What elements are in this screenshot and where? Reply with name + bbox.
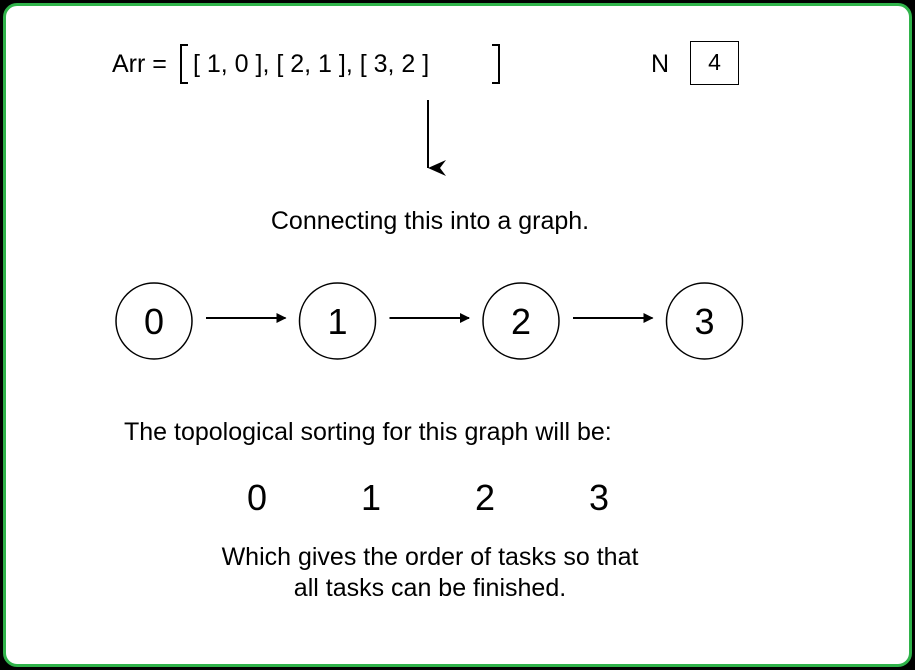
n-value-box: 4 — [690, 41, 739, 85]
graph-node-circle — [115, 282, 193, 360]
arr-label: Arr = — [112, 50, 167, 78]
step-caption: Connecting this into a graph. — [270, 207, 590, 235]
arr-close-bracket — [492, 44, 500, 84]
graph-node: 0 — [115, 282, 193, 360]
graph-node-label: 0 — [144, 301, 164, 342]
graph-node-label: 2 — [511, 301, 531, 342]
order-item: 3 — [588, 477, 610, 518]
graph-node: 2 — [482, 282, 560, 360]
graph-node-label: 3 — [694, 301, 714, 342]
order-item: 0 — [246, 477, 268, 518]
order-item: 1 — [360, 477, 382, 518]
graph-node-circle — [298, 282, 377, 360]
graph-node: 3 — [665, 282, 744, 360]
order-item: 2 — [474, 477, 496, 518]
graph-node-label: 1 — [327, 301, 347, 342]
explanation-text: Which gives the order of tasks so that a… — [221, 543, 639, 602]
arr-open-bracket — [180, 44, 188, 84]
sort-caption: The topological sorting for this graph w… — [124, 418, 612, 446]
graph-node-circle — [665, 282, 744, 360]
arr-elements: [ 1, 0 ], [ 2, 1 ], [ 3, 2 ] — [193, 50, 430, 78]
graph-node: 1 — [298, 282, 377, 360]
n-label: N — [651, 50, 670, 78]
graph-node-circle — [482, 282, 560, 360]
